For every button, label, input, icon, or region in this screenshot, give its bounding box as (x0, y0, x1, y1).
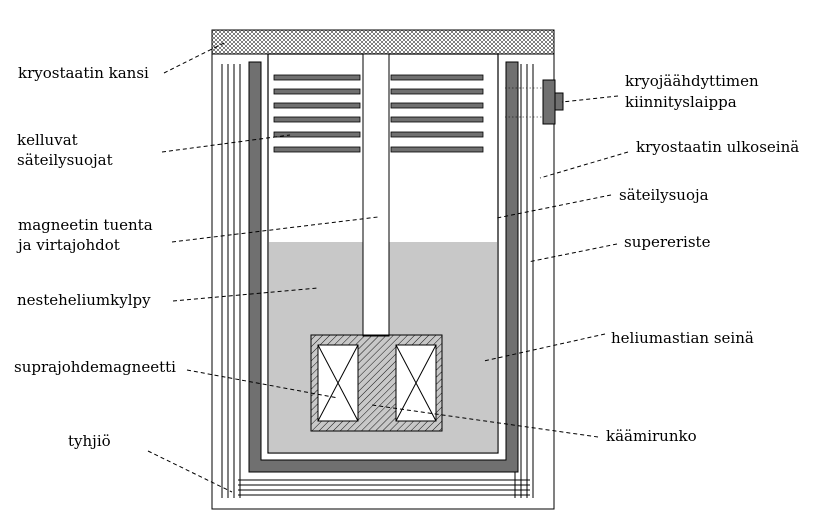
label-magneetti: suprajohdemagneetti (14, 358, 176, 376)
label-runko: käämirunko (606, 427, 697, 445)
label-eriste: supereriste (624, 233, 711, 251)
radiation-shield (248, 61, 519, 473)
label-kelluvat-1: kelluvat (17, 131, 78, 149)
superinsulation-bottom (238, 479, 530, 496)
label-laippa-1: kryojäähdyttimen (625, 72, 759, 90)
label-kelluvat-2: säteilysuojat (17, 151, 113, 169)
label-laippa-2: kiinnityslaippa (625, 93, 737, 111)
label-tuenta-1: magneetin tuenta (18, 216, 153, 234)
cryocooler-flange (505, 79, 564, 125)
superinsulation-left (221, 64, 241, 498)
floating-shields (273, 74, 484, 153)
magnet-support-rod (362, 53, 390, 337)
label-ulkoseina: kryostaatin ulkoseinä (636, 138, 799, 156)
label-suoja: säteilysuoja (619, 186, 709, 204)
leader-lines (147, 41, 629, 493)
label-kylpy: nesteheliumkylpy (17, 291, 151, 309)
label-tuenta-2: ja virtajohdot (16, 236, 120, 254)
label-tyhjio: tyhjiö (68, 432, 111, 450)
label-kansi: kryostaatin kansi (18, 64, 149, 82)
label-astia: heliumastian seinä (611, 329, 754, 347)
cryostat-lid (211, 29, 555, 55)
